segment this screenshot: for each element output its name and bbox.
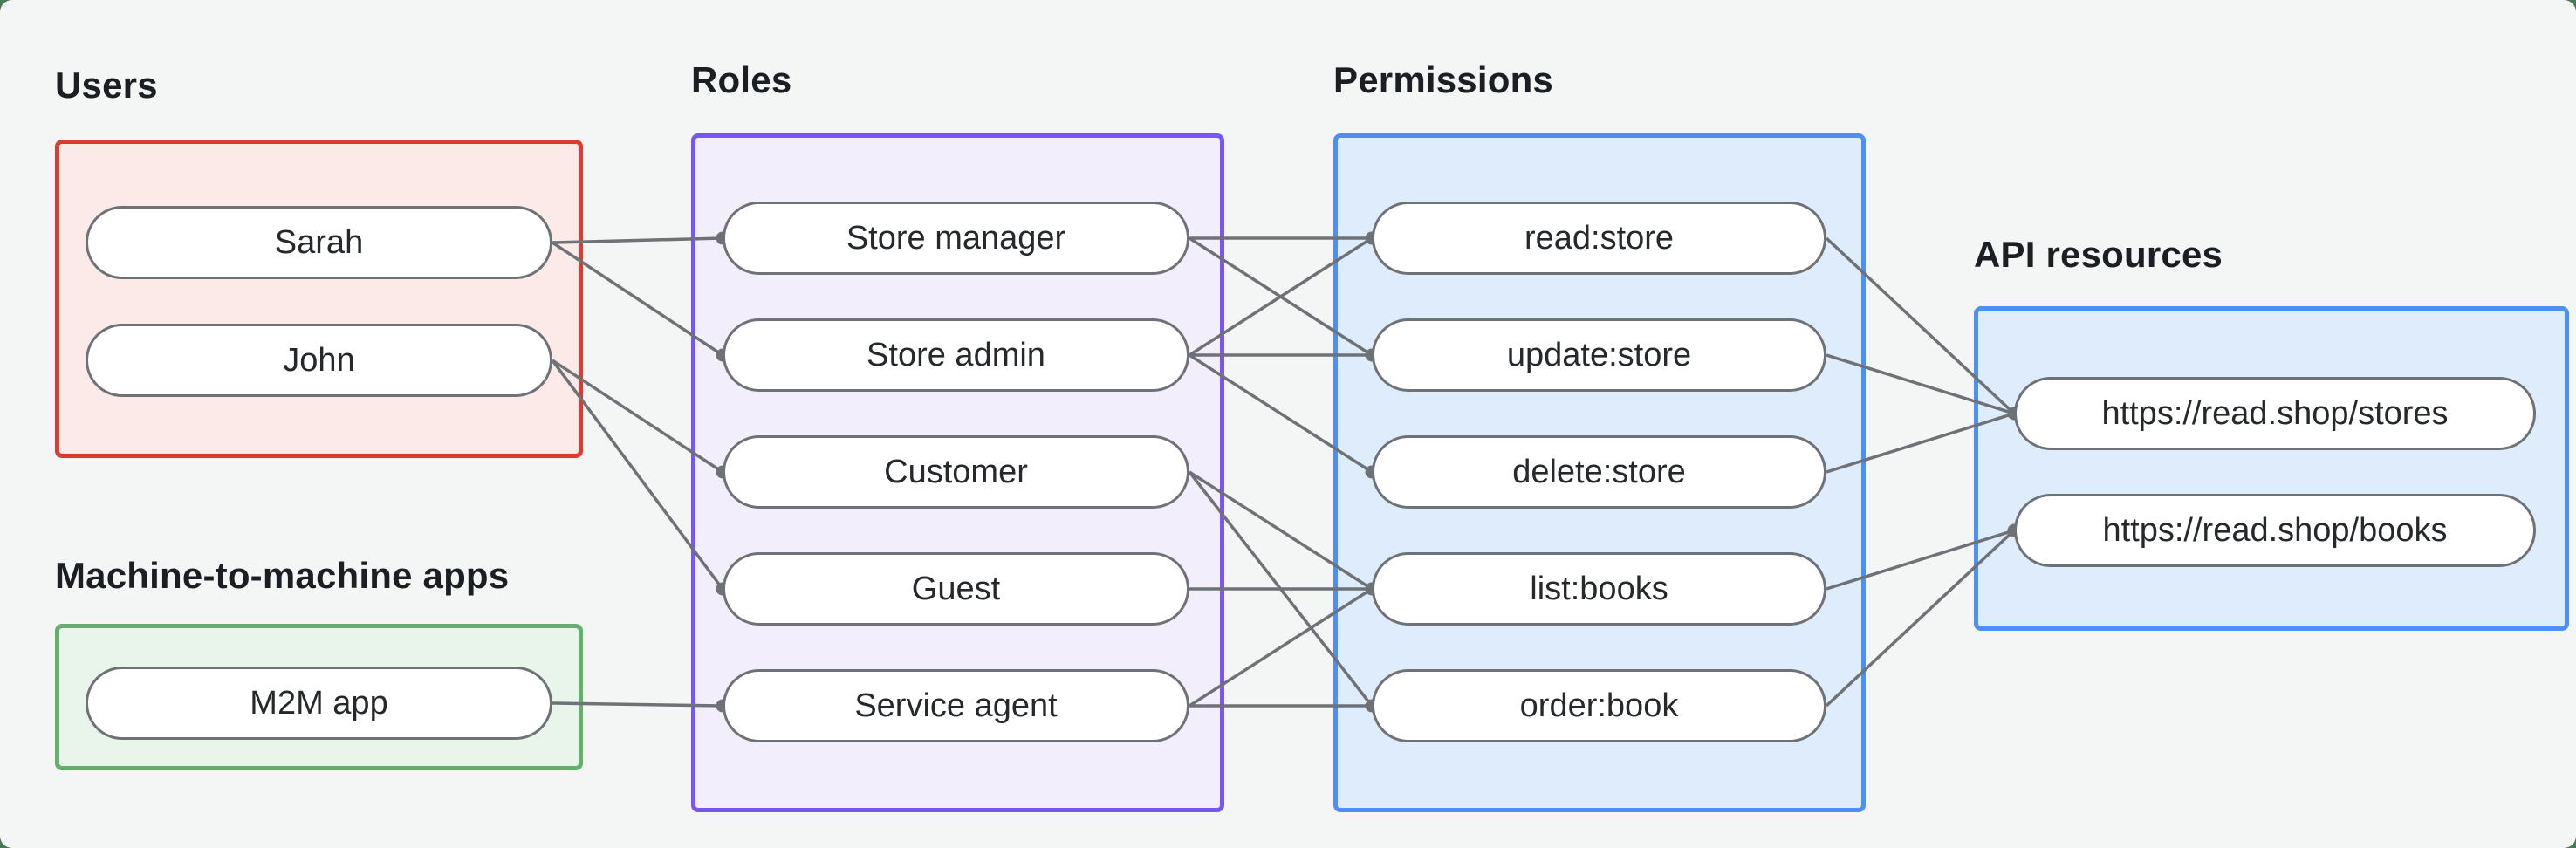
edge-sarah-store-manager xyxy=(552,236,723,244)
users-heading: Users xyxy=(55,65,158,106)
node-guest: Guest xyxy=(723,552,1189,626)
edge-store-admin-delete-store xyxy=(1189,353,1373,474)
node-order-book: order:book xyxy=(1372,669,1826,742)
node-sarah: Sarah xyxy=(86,206,552,279)
roles-heading: Roles xyxy=(691,59,792,100)
node-delete-store: delete:store xyxy=(1372,435,1826,509)
m2m-apps-heading: Machine-to-machine apps xyxy=(55,555,510,596)
permissions-heading: Permissions xyxy=(1333,59,1553,100)
node-m2m-app: M2M app xyxy=(86,667,552,740)
edge-m2m-app-service-agent xyxy=(552,701,723,708)
node-books: https://read.shop/books xyxy=(2014,494,2536,567)
edge-sarah-store-admin xyxy=(552,241,723,357)
edge-store-admin-read-store xyxy=(1189,236,1373,357)
node-store-manager: Store manager xyxy=(723,202,1189,275)
edge-read-store-stores xyxy=(1825,236,2016,415)
node-john: John xyxy=(86,324,552,397)
edge-update-store-stores xyxy=(1826,353,2015,415)
edge-john-customer xyxy=(552,359,723,474)
node-list-books: list:books xyxy=(1372,552,1826,626)
edge-service-agent-list-books xyxy=(1189,587,1373,708)
node-read-store: read:store xyxy=(1372,202,1826,275)
edge-order-book-books xyxy=(1825,529,2016,708)
node-service-agent: Service agent xyxy=(723,669,1189,742)
users-group-box xyxy=(55,140,583,458)
api-resources-heading: API resources xyxy=(1974,234,2223,275)
edge-list-books-books xyxy=(1826,529,2015,591)
node-update-store: update:store xyxy=(1372,318,1826,392)
edge-delete-store-stores xyxy=(1826,412,2015,474)
node-store-admin: Store admin xyxy=(723,318,1189,392)
edge-john-guest xyxy=(551,359,724,591)
node-stores: https://read.shop/stores xyxy=(2014,377,2536,450)
edge-customer-list-books xyxy=(1189,470,1373,591)
node-customer: Customer xyxy=(723,435,1189,509)
api-resources-group-box xyxy=(1974,306,2569,631)
